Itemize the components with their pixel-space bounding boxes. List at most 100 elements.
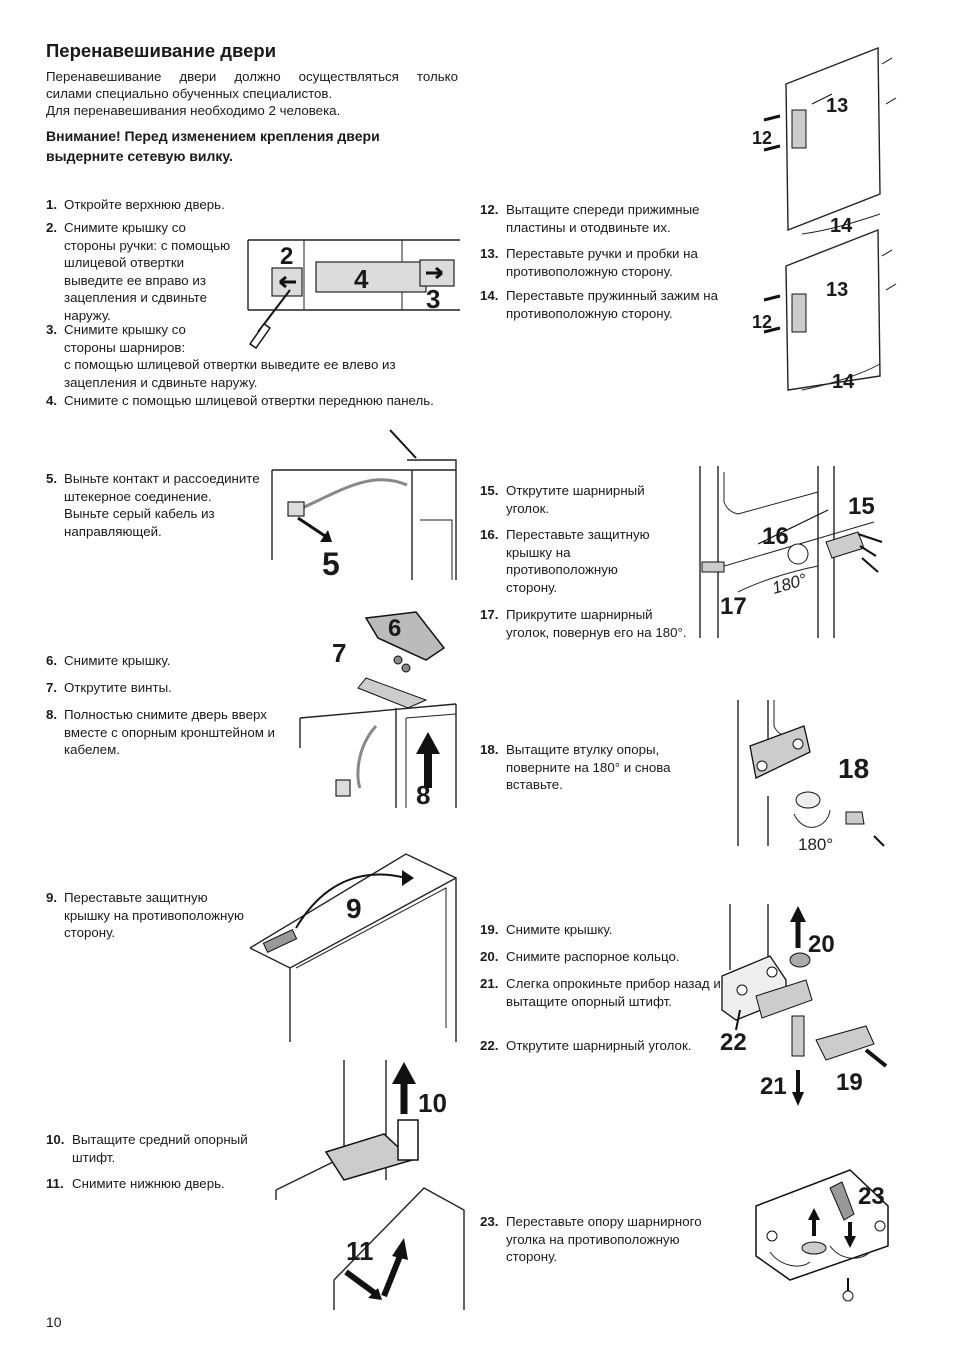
illustration-door-removal: 6 7 8 bbox=[299, 611, 457, 810]
step-text: Снимите крышку. bbox=[506, 922, 613, 937]
callout-14a: 14 bbox=[830, 215, 853, 237]
step-text: Полностью снимите дверь вверх вместе с о… bbox=[64, 707, 275, 757]
step-text: Снимите крышку со стороны ручки: с помощ… bbox=[64, 220, 231, 323]
step-number: 3. bbox=[46, 322, 58, 337]
callout-20: 20 bbox=[808, 931, 835, 958]
callout-18: 18 bbox=[838, 753, 869, 784]
intro-line-1: Перенавешивание двери должно осуществлят… bbox=[46, 69, 458, 84]
step-1: 1. Откройте верхнюю дверь. bbox=[46, 196, 264, 214]
callout-3: 3 bbox=[426, 284, 440, 314]
callout-13b: 13 bbox=[826, 279, 848, 301]
step-number: 15. bbox=[480, 483, 499, 498]
step-text: Открутите шарнирный уголок. bbox=[506, 1038, 692, 1053]
callout-22: 22 bbox=[720, 1029, 747, 1056]
page-title: Перенавешивание двери bbox=[46, 40, 277, 61]
illustration-hinge-support: 23 bbox=[755, 1169, 889, 1302]
illustration-connector: 5 bbox=[271, 429, 457, 582]
step-22: 22.Открутите шарнирный уголок. bbox=[480, 1037, 706, 1055]
step-3: 3. Снимите крышку со стороны шарниров:с п… bbox=[46, 321, 436, 391]
illustration-cover-panel: 2 4 3 bbox=[247, 239, 460, 350]
step-2: 2. Снимите крышку со стороны ручки: с пом… bbox=[46, 219, 234, 324]
step-text: Переставьте защитную крышку на противопо… bbox=[64, 890, 245, 940]
step-number: 19. bbox=[480, 922, 499, 937]
callout-11: 11 bbox=[346, 1236, 374, 1266]
step-6: 6. Снимите крышку. bbox=[46, 652, 284, 670]
step-18: 18. Вытащите втулку опоры, поверните на 1… bbox=[480, 741, 706, 794]
step-text: Слегка опрокиньте прибор назад и вытащит… bbox=[506, 976, 721, 1009]
step-text: Переставьте пружинный зажим на противопо… bbox=[506, 288, 719, 321]
step-text: Открутите винты. bbox=[64, 680, 172, 695]
step-23: 23. Переставьте опору шарнирного уголка н… bbox=[480, 1213, 722, 1266]
step-text: Снимите крышку. bbox=[64, 653, 171, 668]
step-number: 8. bbox=[46, 707, 58, 722]
callout-23: 23 bbox=[858, 1183, 885, 1210]
step-text: Вытащите спереди прижимные пластины и от… bbox=[506, 202, 700, 235]
step-number: 12. bbox=[480, 202, 499, 217]
step-number: 9. bbox=[46, 890, 58, 905]
step-number: 4. bbox=[46, 393, 58, 408]
step-9: 9. Переставьте защитную крышку на противо… bbox=[46, 889, 254, 942]
step-text: Вытащите средний опорный штифт. bbox=[72, 1132, 248, 1165]
step-number: 17. bbox=[480, 607, 499, 622]
illustration-lower-door: 10 11 bbox=[275, 1060, 465, 1310]
step-number: 18. bbox=[480, 742, 499, 757]
step-text: Прикрутите шарнирный уголок, повернув ег… bbox=[506, 607, 687, 640]
callout-12a: 12 bbox=[752, 128, 772, 148]
step-text: Переставьте ручки и пробки на противопол… bbox=[506, 246, 698, 279]
step-text-2: с помощью шлицевой отвертки выведите ее … bbox=[64, 357, 396, 390]
step-number: 20. bbox=[480, 949, 499, 964]
callout-5: 5 bbox=[322, 546, 340, 582]
step-text: Снимите нижнюю дверь. bbox=[72, 1176, 225, 1191]
step-12: 12. Вытащите спереди прижимные пластины и… bbox=[480, 201, 734, 236]
step-text: Вытащите втулку опоры, поверните на 180°… bbox=[506, 742, 671, 792]
step-text: Снимите распорное кольцо. bbox=[506, 949, 680, 964]
step-5: 5. Выньте контакт и рассоедините штекерно… bbox=[46, 470, 260, 540]
step-number: 23. bbox=[480, 1214, 499, 1229]
callout-10: 10 bbox=[418, 1088, 447, 1118]
step-text: Выньте контакт и рассоедините штекерное … bbox=[64, 471, 260, 539]
step-number: 21. bbox=[480, 976, 499, 991]
step-8: 8. Полностью снимите дверь вверх вместе с… bbox=[46, 706, 286, 759]
step-17: 17. Прикрутите шарнирный уголок, повернув… bbox=[480, 606, 698, 641]
step-14: 14. Переставьте пружинный зажим на против… bbox=[480, 287, 746, 322]
callout-6: 6 bbox=[388, 615, 401, 642]
callout-9: 9 bbox=[346, 893, 362, 924]
callout-4: 4 bbox=[354, 264, 369, 294]
callout-14b: 14 bbox=[832, 371, 855, 393]
step-text: Снимите крышку со стороны шарниров: bbox=[64, 322, 186, 355]
step-number: 13. bbox=[480, 246, 499, 261]
intro-line-3: Для перенавешивания необходимо 2 человек… bbox=[46, 103, 341, 118]
warning-text: Внимание! Перед изменением крепления две… bbox=[46, 128, 380, 164]
illustration-hinge-angle: 15 16 17 180° bbox=[699, 466, 883, 638]
degree-label-1: 180° bbox=[770, 570, 809, 598]
step-number: 1. bbox=[46, 197, 58, 212]
step-number: 14. bbox=[480, 288, 499, 303]
step-number: 6. bbox=[46, 653, 58, 668]
step-21: 21. Слегка опрокиньте прибор назад и выта… bbox=[480, 975, 722, 1010]
step-number: 10. bbox=[46, 1132, 65, 1147]
step-number: 7. bbox=[46, 680, 58, 695]
callout-8: 8 bbox=[416, 780, 430, 810]
step-15: 15.Открутите шарнирный уголок. bbox=[480, 482, 676, 517]
callout-7: 7 bbox=[332, 638, 346, 668]
page-number: 10 bbox=[46, 1314, 62, 1330]
callout-13a: 13 bbox=[826, 95, 848, 117]
callout-15: 15 bbox=[848, 493, 875, 520]
step-number: 5. bbox=[46, 471, 58, 486]
illustration-bottom-hinge: 20 22 21 19 bbox=[720, 904, 888, 1106]
step-text: Переставьте опору шарнирного уголка на п… bbox=[506, 1214, 702, 1264]
step-20: 20. Снимите распорное кольцо. bbox=[480, 948, 736, 966]
step-text: Снимите с помощью шлицевой отвертки пере… bbox=[64, 393, 434, 408]
callout-17: 17 bbox=[720, 593, 747, 620]
callout-19: 19 bbox=[836, 1069, 863, 1096]
callout-2: 2 bbox=[280, 243, 293, 270]
intro-line-2: силами специально обученных специалистов… bbox=[46, 86, 333, 101]
illustration-door-handles: 13 12 14 13 12 14 bbox=[752, 46, 897, 393]
step-number: 2. bbox=[46, 220, 58, 235]
callout-16: 16 bbox=[762, 523, 789, 550]
step-number: 11. bbox=[46, 1176, 64, 1191]
callout-12b: 12 bbox=[752, 312, 772, 332]
step-13: 13. Переставьте ручки и пробки на противо… bbox=[480, 245, 734, 280]
illustration-protective-cover: 9 bbox=[249, 853, 457, 1042]
step-text: Откройте верхнюю дверь. bbox=[64, 197, 225, 212]
